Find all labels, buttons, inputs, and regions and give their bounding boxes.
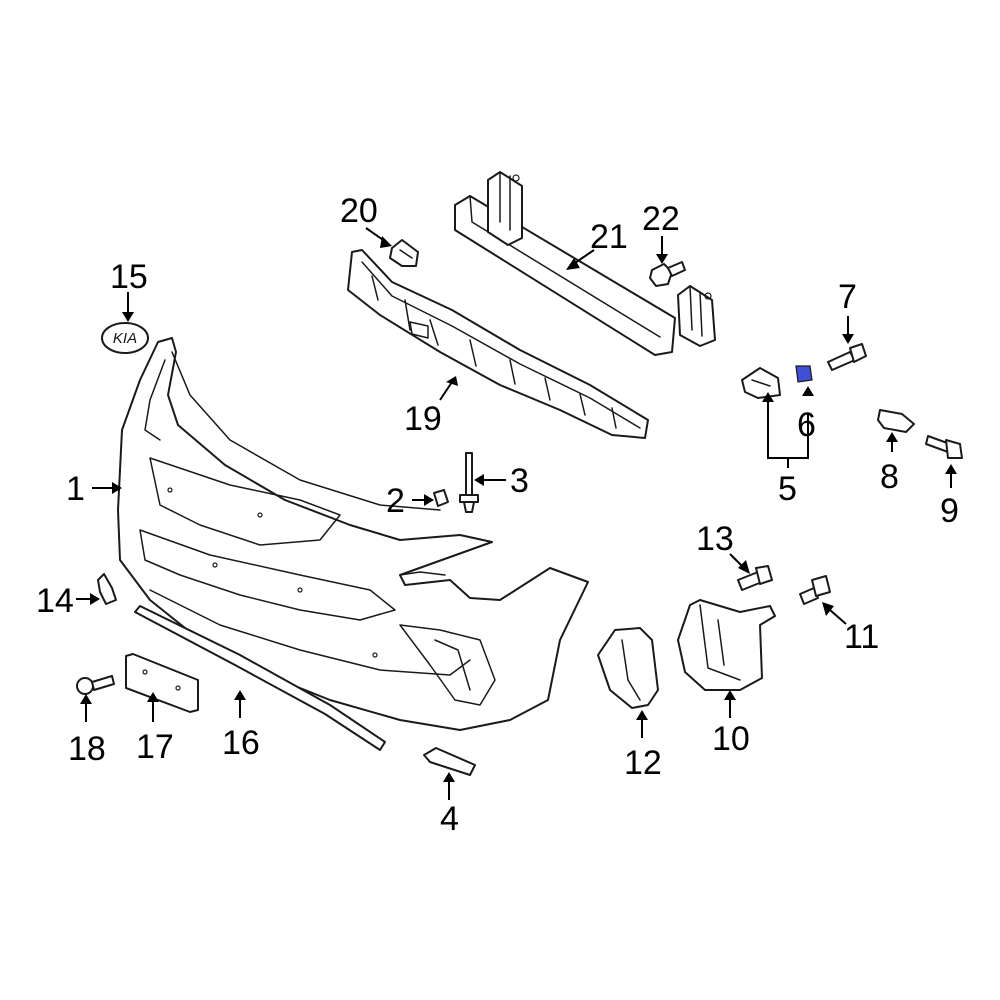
callout-16: 16 — [222, 724, 260, 762]
callout-22: 22 — [642, 200, 680, 238]
part-9-bolt[interactable] — [925, 435, 963, 459]
callout-7: 7 — [838, 278, 857, 316]
part-6-clip-highlighted[interactable] — [795, 365, 813, 383]
callout-labels: 15 20 21 22 7 19 6 5 8 9 1 2 3 13 14 11 … — [36, 192, 959, 838]
part-2-clip[interactable] — [433, 489, 449, 507]
part-3-push-pin[interactable] — [459, 452, 479, 513]
part-22-bolt[interactable] — [649, 261, 686, 287]
part-10-lower-bracket[interactable] — [677, 599, 776, 691]
part-12-side-cover[interactable] — [597, 627, 659, 709]
part-21-reinforcement-bar[interactable] — [454, 171, 716, 356]
callout-19: 19 — [404, 400, 442, 438]
callout-3: 3 — [510, 462, 529, 500]
callout-20: 20 — [340, 192, 378, 230]
part-5-bracket[interactable] — [741, 367, 781, 399]
part-17-plate-bracket[interactable] — [125, 653, 199, 713]
callout-12: 12 — [624, 744, 662, 782]
callout-10: 10 — [712, 720, 750, 758]
callout-2: 2 — [386, 482, 405, 520]
emblem-text: KIA — [113, 330, 137, 347]
part-19-energy-absorber[interactable] — [347, 249, 649, 439]
callout-18: 18 — [68, 730, 106, 768]
callout-6: 6 — [797, 406, 816, 444]
callout-21: 21 — [590, 218, 628, 256]
callout-5: 5 — [778, 470, 797, 508]
callout-8: 8 — [880, 458, 899, 496]
callout-4: 4 — [440, 800, 459, 838]
callout-14: 14 — [36, 582, 74, 620]
callout-17: 17 — [136, 728, 174, 766]
callout-1: 1 — [66, 470, 85, 508]
part-14-clip[interactable] — [97, 573, 117, 605]
callout-13: 13 — [696, 520, 734, 558]
callout-arrows — [76, 227, 957, 800]
part-16-lower-strip[interactable] — [134, 605, 386, 751]
callout-15: 15 — [110, 258, 148, 296]
part-8-bracket[interactable] — [877, 409, 915, 433]
part-18-screw[interactable] — [76, 675, 115, 695]
part-20-clip[interactable] — [389, 239, 419, 267]
callout-11: 11 — [844, 618, 879, 656]
part-7-bolt[interactable] — [827, 343, 867, 371]
part-11-screw[interactable] — [799, 575, 831, 605]
part-4-trim[interactable] — [423, 747, 476, 776]
part-15-emblem[interactable]: KIA — [101, 322, 149, 354]
part-1-bumper-cover[interactable] — [117, 337, 589, 731]
part-13-bolt[interactable] — [737, 565, 773, 591]
callout-9: 9 — [940, 492, 959, 530]
